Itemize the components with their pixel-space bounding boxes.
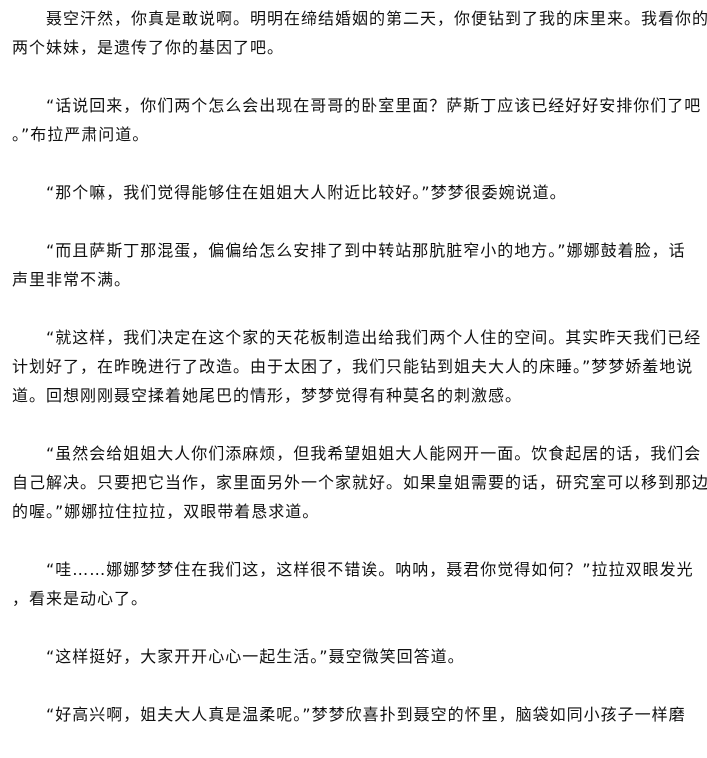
paragraph: “哇……娜娜梦梦住在我们这，这样很不错诶。呐呐，聂君你觉得如何？”拉拉双眼发光 ，… bbox=[12, 555, 702, 613]
text-line: 的喔。”娜娜拉住拉拉，双眼带着恳求道。 bbox=[12, 502, 320, 521]
paragraph: 聂空汗然，你真是敢说啊。明明在缔结婚姻的第二天，你便钻到了我的床里来。我看你的两… bbox=[12, 4, 707, 62]
text-line: “而且萨斯丁那混蛋，偏偏给怎么安排了到中转站那肮脏窄小的地方。”娜娜鼓着脸，话 bbox=[46, 241, 686, 260]
paragraph: “虽然会给姐姐大人你们添麻烦，但我希望姐姐大人能网开一面。饮食起居的话，我们会自… bbox=[12, 439, 707, 526]
text-line: 自己解决。只要把它当作，家里面另外一个家就好。如果皇姐需要的话，研究室可以移到那… bbox=[12, 473, 707, 492]
paragraph: “这样挺好，大家开开心心一起生活。”聂空微笑回答道。 bbox=[12, 642, 702, 671]
text-line: 两个妹妹，是遗传了你的基因了吧。 bbox=[12, 38, 285, 57]
paragraph: “好高兴啊，姐夫大人真是温柔呢。”梦梦欣喜扑到聂空的怀里，脑袋如同小孩子一样磨 bbox=[12, 700, 702, 729]
text-line: “话说回来，你们两个怎么会出现在哥哥的卧室里面？萨斯丁应该已经好好安排你们了吧 bbox=[46, 96, 702, 115]
text-line: “就这样，我们决定在这个家的天花板制造出给我们两个人住的空间。其实昨天我们已经 bbox=[46, 328, 702, 347]
text-line: “哇……娜娜梦梦住在我们这，这样很不错诶。呐呐，聂君你觉得如何？”拉拉双眼发光 bbox=[46, 560, 694, 579]
paragraph: “就这样，我们决定在这个家的天花板制造出给我们两个人住的空间。其实昨天我们已经计… bbox=[12, 323, 702, 410]
text-line: 计划好了，在昨晚进行了改造。由于太困了，我们只能钻到姐夫大人的床睡。”梦梦娇羞地… bbox=[12, 357, 694, 376]
paragraph: “话说回来，你们两个怎么会出现在哥哥的卧室里面？萨斯丁应该已经好好安排你们了吧。… bbox=[12, 91, 702, 149]
text-line: “这样挺好，大家开开心心一起生活。”聂空微笑回答道。 bbox=[46, 647, 465, 666]
text-line: ，看来是动心了。 bbox=[12, 589, 149, 608]
text-line: “虽然会给姐姐大人你们添麻烦，但我希望姐姐大人能网开一面。饮食起居的话，我们会 bbox=[46, 444, 702, 463]
paragraph: “而且萨斯丁那混蛋，偏偏给怎么安排了到中转站那肮脏窄小的地方。”娜娜鼓着脸，话声… bbox=[12, 236, 702, 294]
text-line: “好高兴啊，姐夫大人真是温柔呢。”梦梦欣喜扑到聂空的怀里，脑袋如同小孩子一样磨 bbox=[46, 705, 686, 724]
text-line: 声里非常不满。 bbox=[12, 270, 132, 289]
text-line: “那个嘛，我们觉得能够住在姐姐大人附近比较好。”梦梦很委婉说道。 bbox=[46, 183, 567, 202]
document-body: 聂空汗然，你真是敢说啊。明明在缔结婚姻的第二天，你便钻到了我的床里来。我看你的两… bbox=[12, 4, 707, 758]
text-line: 聂空汗然，你真是敢说啊。明明在缔结婚姻的第二天，你便钻到了我的床里来。我看你的 bbox=[46, 9, 707, 28]
paragraph: “那个嘛，我们觉得能够住在姐姐大人附近比较好。”梦梦很委婉说道。 bbox=[12, 178, 702, 207]
text-line: 。”布拉严肃问道。 bbox=[12, 125, 150, 144]
text-line: 道。回想刚刚聂空揉着她尾巴的情形，梦梦觉得有种莫名的刺激感。 bbox=[12, 386, 523, 405]
